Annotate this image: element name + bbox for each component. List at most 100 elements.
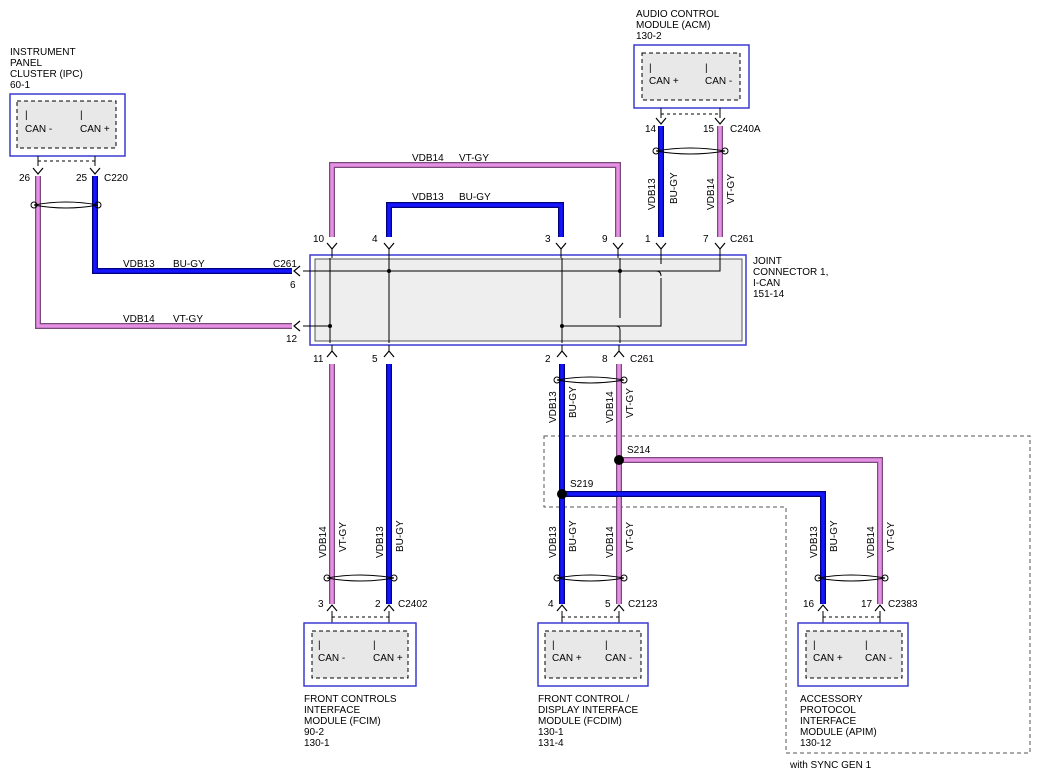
connector-c240a: C240A [730,124,761,135]
splice-s219 [557,489,567,499]
pin-fcim-3: 3 [318,599,324,610]
fcim-label-line4: 90-2 [304,727,324,738]
wire-vdb14-acm: VDB14 [706,178,717,210]
svg-text:|: | [318,640,321,651]
ipc-pin-can-minus: CAN - [25,124,52,135]
wire-vdb14-top: VDB14 [412,153,444,164]
connector-c261-left: C261 [273,259,297,270]
apim-label-line4: MODULE (APIM) [800,727,877,738]
acm-module: AUDIO CONTROL MODULE (ACM) 130-2 | CAN +… [633,9,750,109]
pin-j1: 1 [645,234,651,245]
acm-pin-can-plus: CAN + [649,76,679,87]
wire-bugy-fcim: BU-GY [395,520,406,552]
svg-text:|: | [813,640,816,651]
connector-c2402: C2402 [398,599,428,610]
svg-text:|: | [649,63,652,74]
ipc-wires: 26 25 C220 VDB13 BU-GY VDB14 VT-GY C261 … [19,156,310,345]
wire-vdb13-mid: VDB13 [548,391,559,423]
apim-label-line3: INTERFACE [800,716,856,727]
connector-c2123: C2123 [628,599,658,610]
wire-vtgy-mid: VT-GY [625,388,636,418]
fcdim-label-line5: 131-4 [538,738,564,749]
pin-apim-16: 16 [803,599,815,610]
fcdim-label-line4: 130-1 [538,727,564,738]
pin-ipc-26: 26 [19,173,31,184]
pin-ipc-25: 25 [76,173,88,184]
connector-c2383: C2383 [888,599,918,610]
fcim-label-line5: 130-1 [304,738,330,749]
fcim-label-line2: INTERFACE [304,705,360,716]
fcim-module: | CAN - | CAN + FRONT CONTROLS INTERFACE… [303,622,417,749]
acm-label-line1: AUDIO CONTROL [636,9,720,20]
acm-label-line2: MODULE (ACM) [636,20,710,31]
svg-text:|: | [705,63,708,74]
pin-j11: 11 [313,354,324,365]
svg-text:|: | [865,640,868,651]
pin-j9: 9 [602,234,608,245]
fcim-label-line3: MODULE (FCIM) [304,716,381,727]
wire-vtgy-fcim: VT-GY [338,522,349,552]
joint-label-line4: 151-14 [753,289,785,300]
fcdim-pin-can-minus: CAN - [605,653,632,664]
splice-s214-label: S214 [627,445,651,456]
pin-fcdim-4: 4 [548,599,554,610]
acm-wires: 14 15 C240A VDB13 BU-GY VDB14 VT-GY 1 7 … [645,108,761,258]
top-loop-wires: VDB14 VT-GY VDB13 BU-GY 10 4 3 9 [313,153,624,258]
fcdim-label-line2: DISPLAY INTERFACE [538,705,639,716]
joint-label-line1: JOINT [753,256,782,267]
pin-acm-14: 14 [645,124,657,135]
wire-vdb13-fcim: VDB13 [375,526,386,558]
svg-text:|: | [605,640,608,651]
wire-vdb14-fcdim: VDB14 [605,526,616,558]
pin-j3: 3 [545,234,551,245]
fcdim-label-line1: FRONT CONTROL / [538,694,629,705]
wire-vdb14-apim: VDB14 [866,526,877,558]
apim-module: | CAN + | CAN - ACCESSORY PROTOCOL INTER… [797,622,909,749]
wire-vtgy-top: VT-GY [459,153,489,164]
option-note: with SYNC GEN 1 [789,760,872,771]
apim-label-line5: 130-12 [800,738,832,749]
fcim-pin-can-plus: CAN + [373,653,403,664]
apim-label-line2: PROTOCOL [800,705,856,716]
wire-vdb14-fcim: VDB14 [318,526,329,558]
wire-bugy-acm: BU-GY [669,172,680,204]
pin-acm-15: 15 [703,124,715,135]
svg-text:|: | [373,640,376,651]
pin-j12: 12 [286,334,298,345]
wire-vdb13-acm: VDB13 [647,178,658,210]
pin-fcdim-5: 5 [605,599,611,610]
pin-j7: 7 [703,234,709,245]
wire-bugy-mid: BU-GY [568,386,579,418]
ipc-label-line3: CLUSTER (IPC) [10,69,83,80]
wire-vtgy-fcdim: VT-GY [625,522,636,552]
connector-c220: C220 [104,173,128,184]
acm-pin-can-minus: CAN - [705,76,732,87]
joint-label-line3: I-CAN [753,278,780,289]
pin-apim-17: 17 [861,599,873,610]
apim-label-line1: ACCESSORY [800,694,863,705]
pin-fcim-2: 2 [375,599,381,610]
ipc-module: INSTRUMENT PANEL CLUSTER (IPC) 60-1 | CA… [9,47,126,157]
joint-connector: JOINT CONNECTOR 1, I-CAN 151-14 [303,254,828,346]
joint-label-line2: CONNECTOR 1, [753,267,828,278]
wire-bugy-left: BU-GY [173,259,205,270]
wire-vdb13-left: VDB13 [123,259,155,270]
sync-gen1-boundary [543,435,1031,754]
pin-j4: 4 [372,234,378,245]
ipc-label-line2: PANEL [10,58,42,69]
pin-j2: 2 [545,354,551,365]
apim-pin-can-plus: CAN + [813,653,843,664]
pin-j8: 8 [602,354,608,365]
wire-bugy-top: BU-GY [459,192,491,203]
wire-vdb13-fcdim: VDB13 [548,526,559,558]
acm-label-line3: 130-2 [636,31,662,42]
splice-s219-label: S219 [570,479,594,490]
fcim-label-line1: FRONT CONTROLS [304,694,397,705]
fcdim-pin-can-plus: CAN + [552,653,582,664]
wire-vdb14-mid: VDB14 [605,391,616,423]
wire-vdb14-left: VDB14 [123,314,155,325]
wire-bugy-fcdim: BU-GY [568,520,579,552]
svg-text:|: | [552,640,555,651]
pin-j10: 10 [313,234,325,245]
